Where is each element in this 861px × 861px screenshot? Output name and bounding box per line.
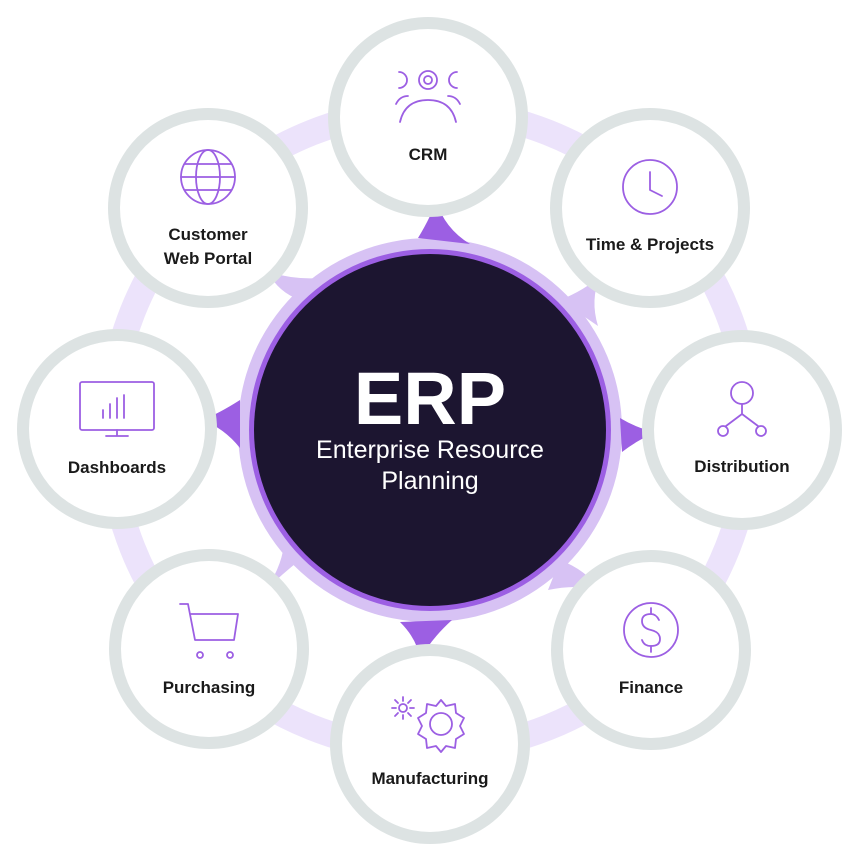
module-customer-web-portal[interactable]: Customer Web Portal <box>108 108 308 308</box>
clock-icon <box>622 159 678 215</box>
spike <box>560 276 600 326</box>
center-title: ERP <box>354 357 506 440</box>
spike <box>418 200 470 244</box>
module-label: Time & Projects <box>586 235 714 254</box>
module-label: Distribution <box>694 457 789 476</box>
module-purchasing[interactable]: Purchasing <box>109 549 309 749</box>
spike <box>400 620 452 660</box>
module-distribution[interactable]: Distribution <box>642 330 842 530</box>
dollar-icon <box>623 602 679 658</box>
center-subtitle-line2: Planning <box>381 467 478 495</box>
module-label: Finance <box>619 678 683 697</box>
erp-core <box>254 254 606 606</box>
people-icon <box>395 70 461 123</box>
module-dashboards[interactable]: Dashboards <box>17 329 217 529</box>
module-label: CRM <box>409 145 448 164</box>
module-label: Dashboards <box>68 458 166 477</box>
module-time-projects[interactable]: Time & Projects <box>550 108 750 308</box>
hierarchy-icon <box>717 381 767 437</box>
center-subtitle-line1: Enterprise Resource <box>316 436 544 464</box>
module-manufacturing[interactable]: Manufacturing <box>330 644 530 844</box>
spike <box>620 418 658 452</box>
module-crm[interactable]: CRM <box>328 17 528 217</box>
module-label: Manufacturing <box>371 769 488 788</box>
spike <box>268 272 320 300</box>
cart-icon <box>179 603 239 659</box>
module-label-line1: Customer <box>168 225 248 244</box>
module-finance[interactable]: Finance <box>551 550 751 750</box>
spike <box>202 400 240 448</box>
monitor-chart-icon <box>79 381 155 437</box>
gears-icon <box>391 696 465 753</box>
module-label: Purchasing <box>163 678 256 697</box>
module-label-line2: Web Portal <box>164 249 252 268</box>
globe-icon <box>180 149 236 205</box>
